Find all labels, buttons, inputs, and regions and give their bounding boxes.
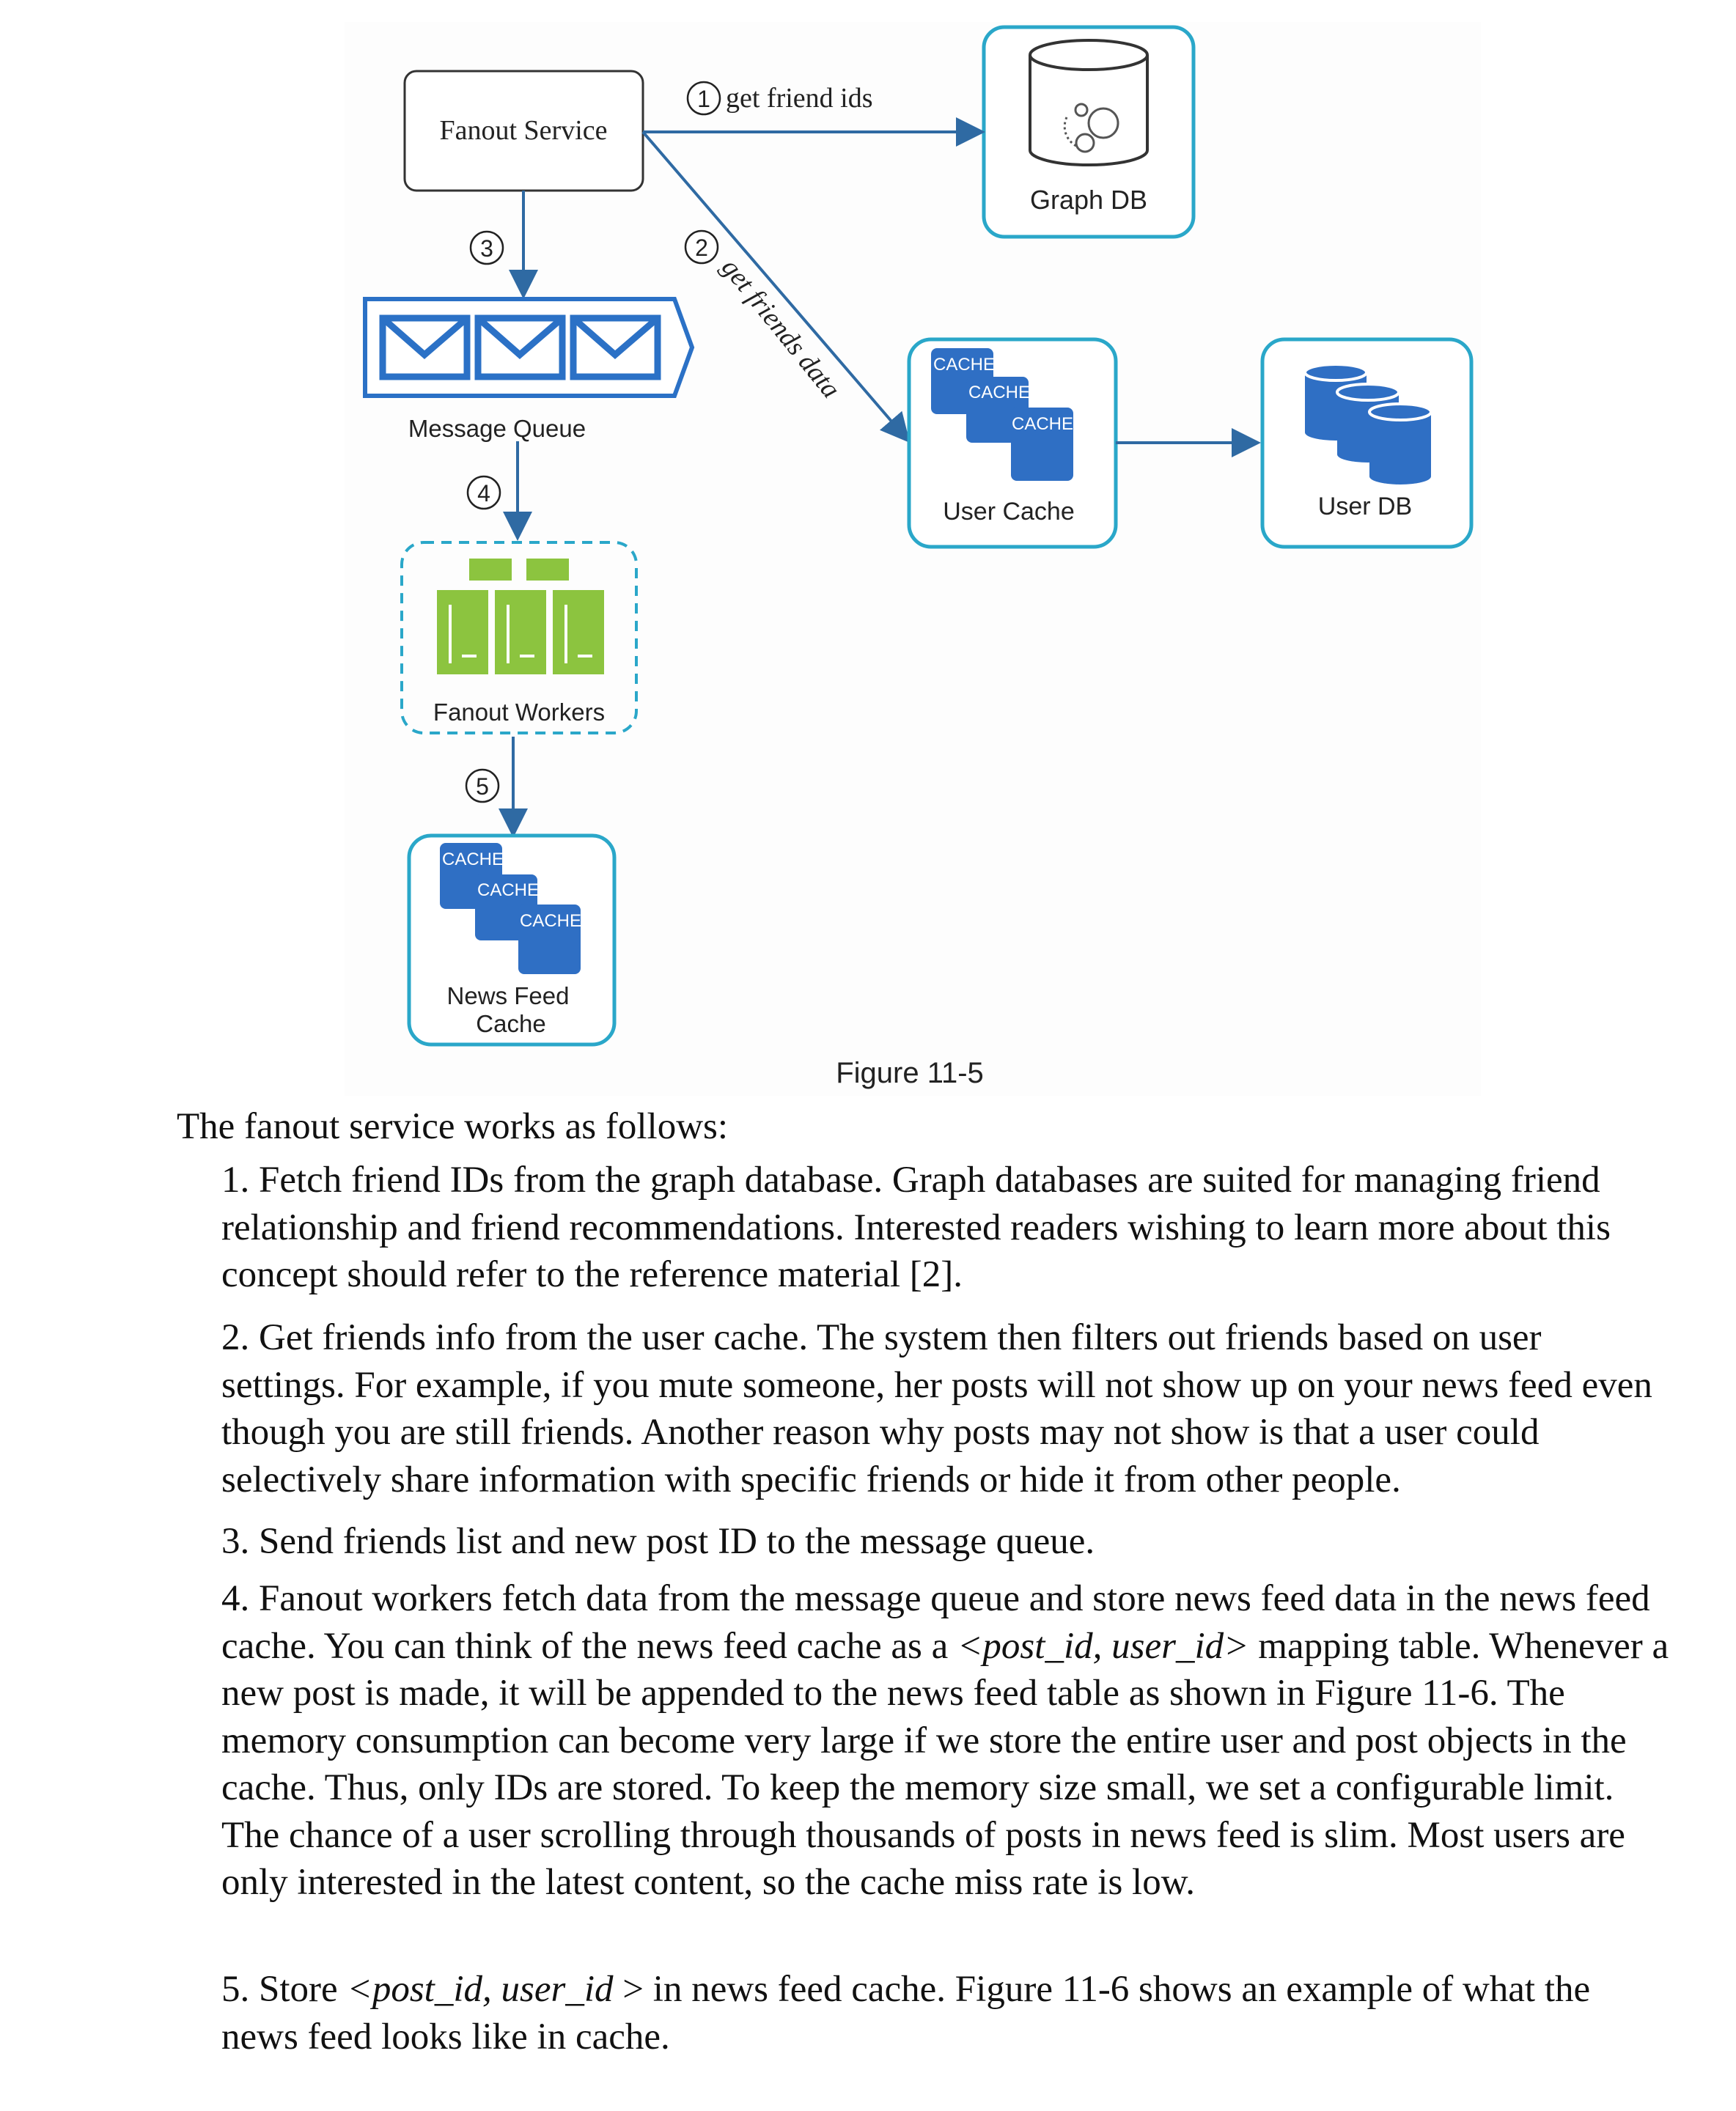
step-1-paragraph: 1. Fetch friend IDs from the graph datab… [221, 1160, 1611, 1295]
user-db-label: User DB [1318, 493, 1412, 520]
step-3-number: 3 [480, 235, 493, 262]
fanout-workers-label: Fanout Workers [433, 699, 605, 726]
graph-db-node: Graph DB [982, 25, 1196, 239]
step-2-paragraph: 2. Get friends info from the user cache.… [221, 1317, 1652, 1500]
step-5-paragraph: 5. Store <post_id, user_id > in news fee… [221, 1966, 1673, 2060]
fanout-workers-node: Fanout Workers [400, 541, 638, 734]
figure-caption: Figure 11-5 [836, 1057, 984, 1089]
step-4-text-a: 4. Fanout workers fetch data from the me… [221, 1578, 1650, 1667]
step-5-code: <post_id, user_id [347, 1969, 614, 2010]
step-1-label: get friend ids [726, 83, 873, 114]
step-2-badge [684, 229, 719, 265]
edge-step-3: 3 [469, 191, 538, 299]
step-5-text-b: > in news feed cache. Figure 11-6 shows … [221, 1969, 1591, 2057]
edge-step-5: 5 [465, 737, 528, 838]
graph-db-label: Graph DB [1030, 185, 1147, 215]
step-4-code: <post_id, user_id> [957, 1625, 1249, 1667]
message-queue-label: Message Queue [408, 415, 586, 442]
fanout-service-node: Fanout Service [403, 70, 644, 192]
step-5-text-a: 5. Store [221, 1969, 347, 2010]
step-1-number: 1 [697, 86, 710, 112]
step-3-paragraph: 3. Send friends list and new post ID to … [221, 1521, 1095, 1562]
edge-step-4: 4 [466, 441, 532, 541]
cache-stack-icon: CACHE CACHE CACHE [931, 348, 1073, 481]
cache-label: CACHE [968, 383, 1030, 402]
cache-label: CACHE [933, 355, 995, 375]
user-db-node: User DB [1260, 337, 1474, 549]
database-icon [1029, 39, 1149, 166]
edge-get-friend-ids: 1 get friend ids [643, 81, 985, 147]
news-feed-cache-node: CACHE CACHE CACHE News Feed Cache [407, 833, 617, 1047]
news-feed-cache-label-2: Cache [476, 1010, 545, 1037]
cache-stack-icon: CACHE CACHE CACHE [440, 843, 581, 974]
cache-label: CACHE [1012, 414, 1073, 434]
message-queue-node: Message Queue [363, 297, 695, 442]
envelope-icon [379, 314, 661, 380]
step-5-badge [465, 768, 500, 803]
user-cache-label: User Cache [943, 498, 1075, 526]
cache-label: CACHE [520, 911, 581, 931]
server-rack-icon [437, 559, 604, 674]
fanout-service-label: Fanout Service [439, 115, 607, 146]
fanout-diagram: Fanout Service Graph DB 1 get friend ids… [363, 25, 1474, 1089]
step-3-badge [469, 230, 504, 265]
step-4-paragraph: 4. Fanout workers fetch data from the me… [221, 1575, 1673, 1906]
user-cache-node: CACHE CACHE CACHE User Cache [907, 337, 1118, 549]
step-4-number: 4 [477, 480, 490, 506]
step-2-number: 2 [695, 235, 708, 261]
step-4-badge [466, 475, 501, 510]
database-stack-icon [1303, 363, 1432, 485]
step-4-text-b: mapping table. Whenever a new post is ma… [221, 1625, 1669, 1904]
news-feed-cache-label-1: News Feed [447, 982, 570, 1009]
step-5-number: 5 [476, 773, 489, 800]
cache-label: CACHE [442, 850, 504, 869]
step-1-badge [686, 81, 721, 116]
intro-text: The fanout service works as follows: [177, 1106, 729, 1147]
cache-label: CACHE [477, 880, 539, 900]
